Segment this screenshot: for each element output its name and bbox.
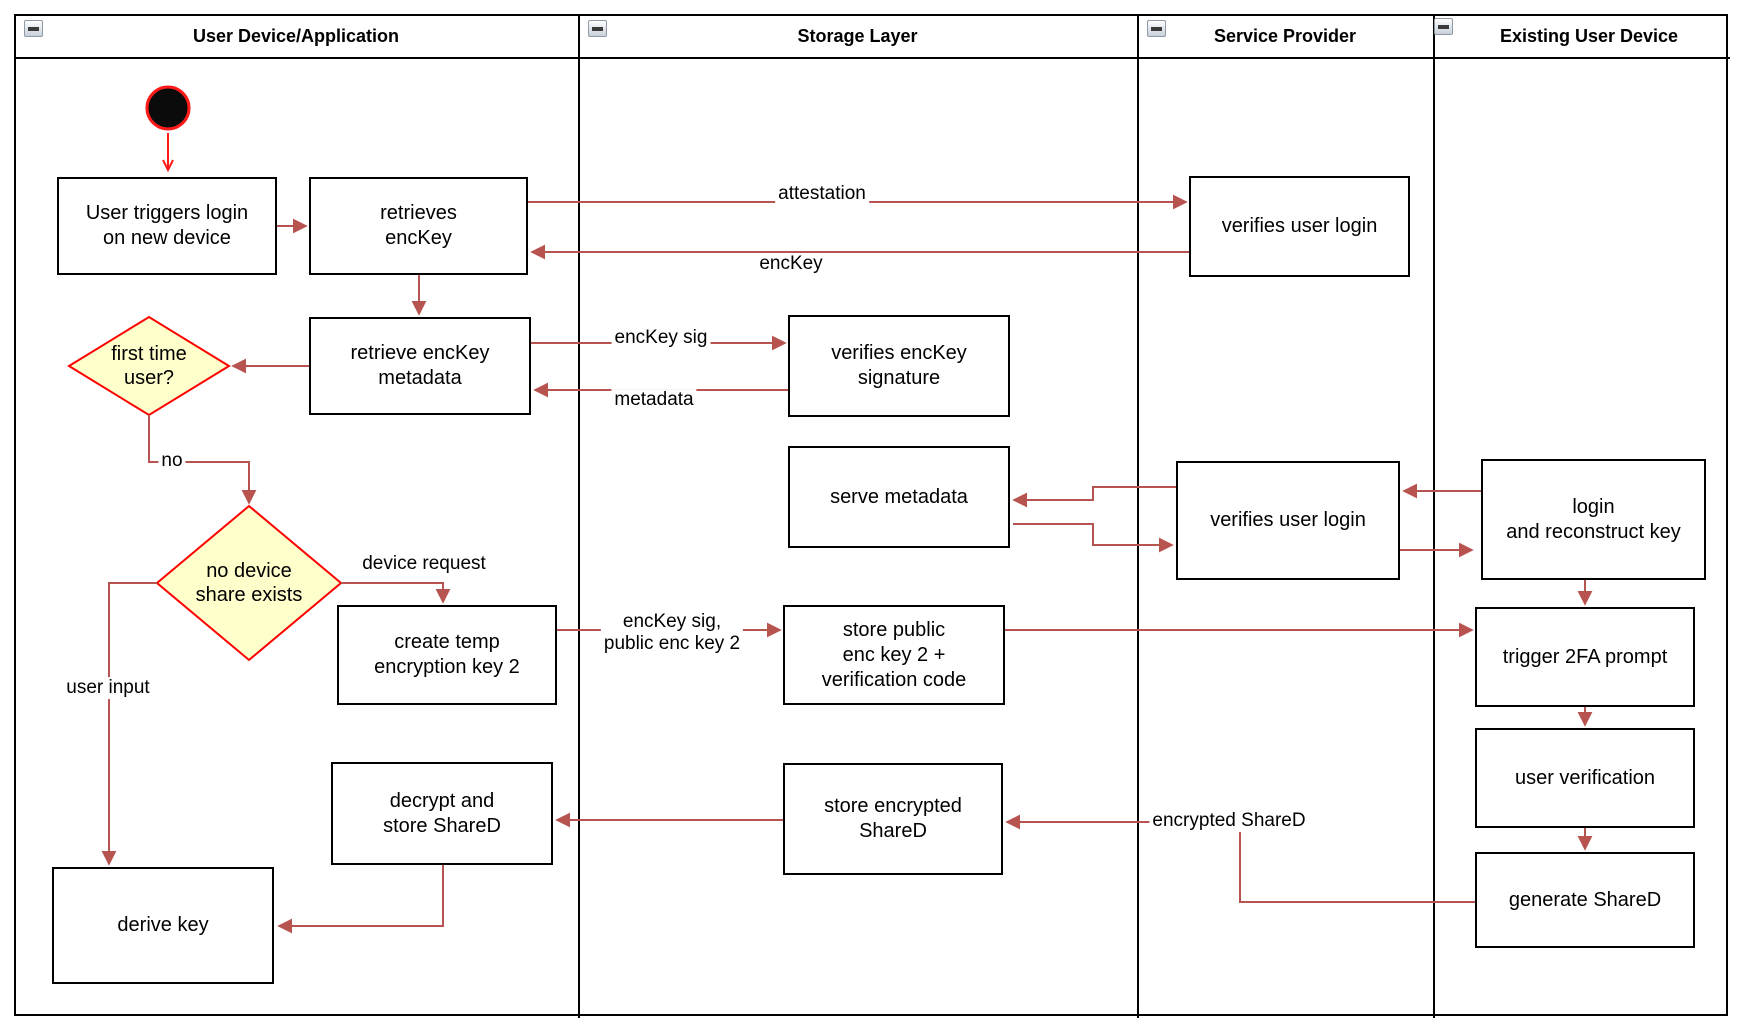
edge-user-input — [101, 582, 157, 866]
activity-derive-key[interactable]: derive key — [52, 867, 274, 984]
lane-header-storage-layer: Storage Layer — [580, 16, 1135, 56]
lane-title: Storage Layer — [797, 25, 918, 46]
edge-label-enckey-sig-public: encKey sig, public enc key 2 — [600, 611, 744, 655]
lane-divider-1 — [578, 14, 580, 1018]
activity-retrieves-enckey[interactable]: retrieves encKey — [309, 177, 528, 275]
collapse-lane-button[interactable] — [1434, 18, 1453, 35]
activity-decrypt-store-shared[interactable]: decrypt and store ShareD — [331, 762, 553, 865]
minus-icon — [1151, 27, 1162, 31]
collapse-lane-button[interactable] — [588, 20, 607, 37]
lane-header-existing-user-device: Existing User Device — [1450, 16, 1728, 56]
decision-first-time-user[interactable] — [67, 315, 231, 417]
lane-title: Service Provider — [1213, 25, 1357, 46]
edge-encrypted-shared — [1005, 814, 1475, 903]
edge-label-no: no — [158, 450, 186, 472]
edge-no-branch — [148, 415, 257, 505]
activity-user-verification[interactable]: user verification — [1475, 728, 1695, 828]
activity-trigger-2fa-prompt[interactable]: trigger 2FA prompt — [1475, 607, 1695, 707]
activity-store-public-key[interactable]: store public enc key 2 + verification co… — [783, 605, 1005, 705]
edge-label-user-input: user input — [63, 677, 153, 699]
edge-label-enckey: encKey — [756, 253, 826, 275]
activity-verifies-user-login-2[interactable]: verifies user login — [1176, 461, 1400, 580]
minus-icon — [1438, 25, 1449, 29]
collapse-lane-button[interactable] — [24, 20, 43, 37]
lane-header-service-provider: Service Provider — [1139, 16, 1431, 56]
initial-state-node[interactable] — [145, 85, 191, 131]
lane-divider-2 — [1137, 14, 1139, 1018]
edge-label-enckey-sig: encKey sig — [611, 327, 711, 349]
activity-generate-shared[interactable]: generate ShareD — [1475, 852, 1695, 948]
lane-header-user-device-application: User Device/Application — [16, 16, 576, 56]
edge-label-metadata: metadata — [611, 389, 697, 411]
activity-store-encrypted-shared[interactable]: store encrypted ShareD — [783, 763, 1003, 875]
minus-icon — [28, 27, 39, 31]
edge-decrypt-to-derive — [277, 865, 444, 934]
edge-label-device-request: device request — [359, 553, 489, 575]
activity-verifies-user-login-1[interactable]: verifies user login — [1189, 176, 1410, 277]
edge-serve-metadata-to-verifies2 — [1013, 523, 1174, 553]
edge-label-attestation: attestation — [775, 183, 869, 205]
lane-divider-3 — [1433, 14, 1435, 1018]
decision-no-device-share-label: no device share exists — [195, 560, 303, 606]
decision-first-time-user-label: first time user? — [111, 343, 187, 389]
activity-verifies-enckey-signature[interactable]: verifies encKey signature — [788, 315, 1010, 417]
activity-login-reconstruct-key[interactable]: login and reconstruct key — [1481, 459, 1706, 580]
lane-title: User Device/Application — [192, 25, 400, 46]
activity-user-triggers-login[interactable]: User triggers login on new device — [57, 177, 277, 275]
minus-icon — [592, 27, 603, 31]
lane-title: Existing User Device — [1499, 25, 1679, 46]
activity-create-temp-key[interactable]: create temp encryption key 2 — [337, 605, 557, 705]
edge-device-request — [341, 582, 451, 604]
lane-header-separator — [14, 57, 1730, 59]
edge-verifies2-to-serve-metadata — [1012, 486, 1176, 508]
activity-retrieve-enckey-metadata[interactable]: retrieve encKey metadata — [309, 317, 531, 415]
collapse-lane-button[interactable] — [1147, 20, 1166, 37]
edge-label-encrypted-shared: encrypted ShareD — [1149, 810, 1309, 832]
activity-serve-metadata[interactable]: serve metadata — [788, 446, 1010, 548]
